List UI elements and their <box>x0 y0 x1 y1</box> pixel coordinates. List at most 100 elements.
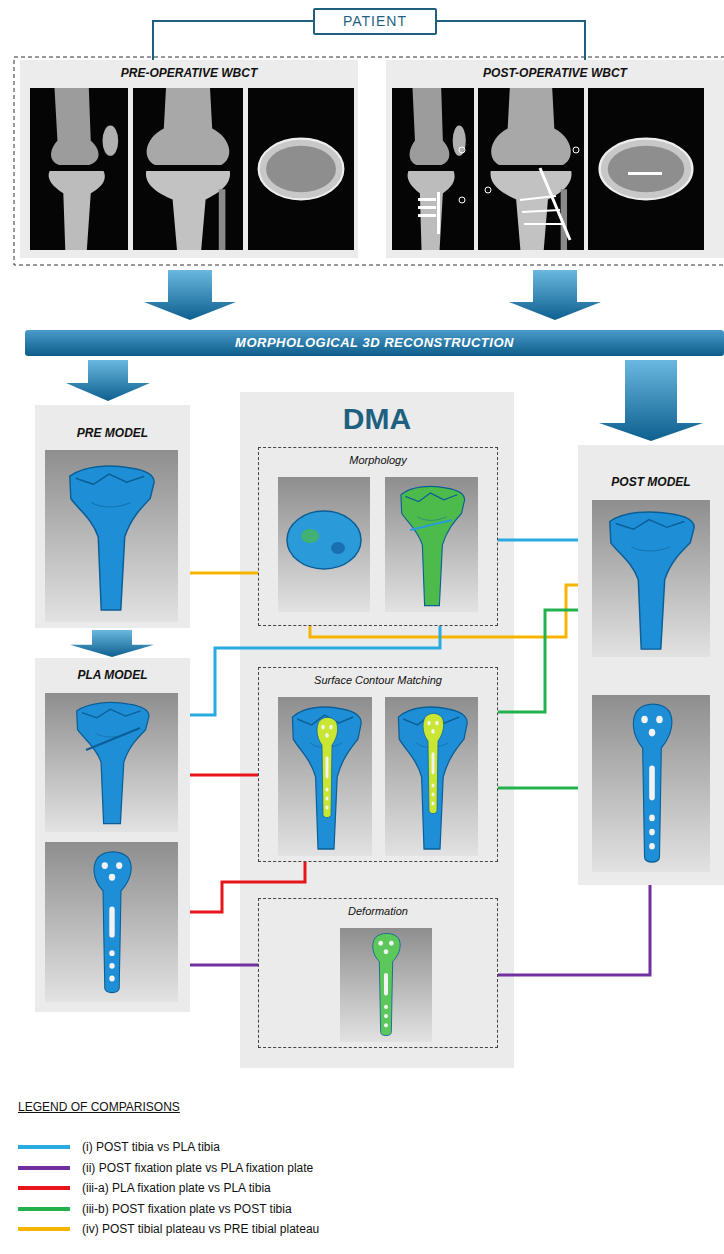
legend-swatch <box>18 1166 70 1170</box>
post-ct-images <box>392 88 474 250</box>
surface-matching-images <box>398 707 467 849</box>
morphology-images <box>278 477 478 612</box>
post-model-images <box>610 512 694 649</box>
post-ct-images <box>437 192 440 234</box>
surface-matching-images <box>423 713 444 813</box>
comparison-line <box>190 964 258 967</box>
morphology-images <box>331 542 345 554</box>
pre-ct-images <box>30 88 128 250</box>
morphology-images <box>385 477 478 612</box>
analysis-box: Surface Contour Matching <box>258 667 498 862</box>
legend-entry: (ii) POST fixation plate vs PLA fixation… <box>18 1158 319 1179</box>
legend-swatch <box>18 1145 70 1149</box>
legend-title: LEGEND OF COMPARISONS <box>18 1099 319 1115</box>
post-model-images <box>592 695 710 872</box>
post-model-images <box>592 500 710 657</box>
analysis-panel: DMA MorphologySurface Contour MatchingDef… <box>240 392 514 1068</box>
post-model-images <box>633 704 671 862</box>
legend-swatch <box>18 1207 70 1211</box>
legend-entry: (i) POST tibia vs PLA tibia <box>18 1137 319 1158</box>
comparison-line <box>153 21 313 60</box>
post-ct-images <box>459 147 465 153</box>
surface-matching-images <box>385 697 478 856</box>
surface-matching-images <box>278 697 372 856</box>
pla-model-images <box>86 728 140 750</box>
panel-fill <box>386 60 724 258</box>
post-ct-images <box>522 210 560 212</box>
legend-entry: (iii-b) POST fixation plate vs POST tibi… <box>18 1199 319 1220</box>
node-title: Surface Contour Matching <box>314 673 442 687</box>
node-title: PRE-OPERATIVE WBCT <box>121 66 257 81</box>
flow-arrow <box>599 360 703 441</box>
morphology-images <box>410 520 452 530</box>
model-panel: PLA MODEL <box>35 658 190 1012</box>
morphology-images <box>301 529 319 543</box>
comparison-line <box>310 585 578 637</box>
pla-model-images <box>45 693 178 1002</box>
legend: LEGEND OF COMPARISONS (i) POST tibia vs P… <box>18 1099 319 1240</box>
panel-fill <box>35 405 190 628</box>
pla-model-images <box>77 702 149 823</box>
flow-arrow <box>70 630 154 657</box>
scan-panel: POST-OPERATIVE WBCT <box>386 60 724 258</box>
pre-model-image <box>70 466 154 610</box>
process-banner: MORPHOLOGICAL 3D RECONSTRUCTION <box>25 330 724 356</box>
comparison-line <box>498 885 650 975</box>
patient-box: PATIENT <box>313 8 437 35</box>
post-ct-images <box>540 168 570 240</box>
legend-text: (iv) POST tibial plateau vs PRE tibial p… <box>82 1222 319 1236</box>
panel-fill <box>20 60 358 258</box>
node-title: MORPHOLOGICAL 3D RECONSTRUCTION <box>235 330 514 356</box>
legend-swatch <box>18 1227 70 1231</box>
model-panel: PRE MODEL <box>35 405 190 628</box>
panel-fill <box>35 658 190 1012</box>
node-title: DMA <box>343 402 411 436</box>
scan-panel: PRE-OPERATIVE WBCT <box>20 60 358 258</box>
comparison-line <box>190 862 305 912</box>
post-ct-images <box>418 206 436 209</box>
morphology-images <box>401 486 465 605</box>
flow-arrow <box>66 360 150 401</box>
analysis-box: Deformation <box>258 898 498 1048</box>
surface-matching-images <box>278 697 478 856</box>
node-title: POST MODEL <box>611 475 690 490</box>
analysis-box: Morphology <box>258 447 498 626</box>
pre-ct-images <box>133 88 243 250</box>
legend-entry: (iii-a) PLA fixation plate vs PLA tibia <box>18 1178 319 1199</box>
node-title: PLA MODEL <box>77 668 147 683</box>
legend-entry: (iv) POST tibial plateau vs PRE tibial p… <box>18 1219 319 1240</box>
pla-model-images <box>45 842 178 1002</box>
comparison-line <box>190 774 258 777</box>
comparison-line <box>498 787 578 790</box>
surface-matching-images <box>317 717 338 817</box>
pre-ct-images <box>248 88 354 250</box>
surface-matching-images <box>292 707 361 849</box>
node-title: Morphology <box>349 453 406 467</box>
post-ct-images <box>392 88 704 250</box>
deformation-image <box>340 928 432 1042</box>
pre-model-image <box>45 450 178 622</box>
post-ct-images <box>628 172 662 175</box>
legend-text: (ii) POST fixation plate vs PLA fixation… <box>82 1161 313 1175</box>
deformation-image <box>340 928 432 1042</box>
pla-model-images <box>45 693 178 832</box>
comparison-line <box>498 539 578 542</box>
pre-model-image <box>45 450 178 622</box>
morphology-images <box>287 511 361 569</box>
panel-fill <box>578 445 724 885</box>
post-ct-images <box>485 187 491 193</box>
post-ct-images <box>588 88 704 250</box>
flow-arrow <box>509 270 601 320</box>
post-ct-images <box>573 147 579 153</box>
post-model-images <box>592 500 710 872</box>
post-ct-images <box>524 223 564 225</box>
post-ct-images <box>418 198 436 201</box>
panel-fill <box>240 392 514 1068</box>
model-panel: POST MODEL <box>578 445 724 885</box>
deformation-image <box>373 933 400 1035</box>
node-title: POST-OPERATIVE WBCT <box>483 66 627 81</box>
post-ct-images <box>478 88 584 250</box>
dashed-frame <box>14 57 724 265</box>
